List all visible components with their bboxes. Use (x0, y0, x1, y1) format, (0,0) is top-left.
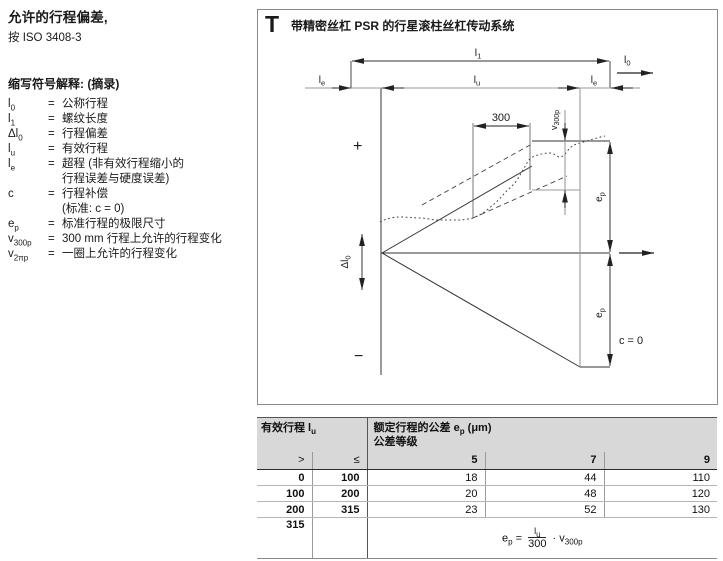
cell-le: 315 (311, 501, 368, 518)
legend-item-le: le = 超程 (非有效行程缩小的行程误差与硬度误差) (8, 157, 254, 187)
definition: 行程偏差 (62, 128, 108, 140)
window-300 (472, 123, 531, 218)
definition: 300 mm 行程上允许的行程变化 (62, 233, 222, 245)
cell-class5: 20 (366, 485, 486, 502)
label-le-right: le (591, 75, 597, 88)
definition: 公称行程 (62, 98, 108, 110)
symbol: l0 (8, 98, 16, 113)
definition: 有效行程 (62, 143, 108, 155)
cell-class7: 52 (484, 501, 605, 518)
legend-item-ep: ep = 标准行程的极限尺寸 (8, 217, 254, 232)
equals: = (48, 233, 55, 245)
subheader-le: ≤ (311, 452, 368, 470)
tolerance-band (421, 144, 568, 219)
legend-item-c: c = 行程补偿(标准: c = 0) (8, 187, 254, 217)
label-lu: lu (474, 75, 480, 88)
cell-class5: 18 (366, 469, 486, 486)
equals: = (48, 248, 55, 260)
definition: 一圈上允许的行程变化 (62, 248, 177, 260)
equals: = (48, 158, 55, 170)
legend-item-lu: lu = 有效行程 (8, 142, 254, 157)
definition: 超程 (非有效行程缩小的行程误差与硬度误差) (62, 158, 185, 185)
cell-gt: 200 (257, 501, 312, 518)
definition: 标准行程的极限尺寸 (62, 218, 166, 230)
tolerance-funnel (381, 165, 581, 368)
label-ep-lower: ep (594, 308, 607, 318)
label-l0: l0 (624, 54, 631, 68)
symbol: ep (8, 218, 19, 233)
equals: = (48, 188, 55, 200)
left-column: 允许的行程偏差, 按 ISO 3408-3 缩写符号解释: (摘录) l0 = … (8, 6, 254, 262)
table-formula-row: 315 ep = lu 300 · v300p (257, 517, 718, 559)
table-row: 0 100 18 44 110 (257, 469, 718, 486)
definition: 螺纹长度 (62, 113, 108, 125)
cell-class7: 48 (484, 485, 605, 502)
legend-item-dl0: Δl0 = 行程偏差 (8, 127, 254, 142)
dimension-l1 (350, 58, 611, 88)
ep-formula: ep = lu 300 · v300p (366, 517, 718, 559)
table-header-row: 有效行程 lu 额定行程的公差 ep (μm) 公差等级 (257, 417, 718, 452)
symbol: v2πp (8, 248, 29, 263)
cell-class7: 44 (484, 469, 605, 486)
subheader-class-5: 5 (366, 452, 486, 470)
legend-item-v2pip: v2πp = 一圈上允许的行程变化 (8, 247, 254, 262)
label-v300p: v300p (549, 110, 561, 130)
equals: = (48, 143, 55, 155)
legend-item-v300p: v300p = 300 mm 行程上允许的行程变化 (8, 232, 254, 247)
subheader-class-9: 9 (603, 452, 718, 470)
equals: = (48, 128, 55, 140)
cell-class5: 23 (366, 501, 486, 518)
travel-deviation-diagram: l1 l0 le lu le + − Δl0 (305, 47, 654, 375)
cell-le (311, 517, 368, 559)
label-delta-l0: Δl0 (340, 255, 353, 268)
symbol: le (8, 158, 16, 173)
symbol: lu (8, 143, 16, 158)
subheader-class-7: 7 (484, 452, 605, 470)
band-right-lines (532, 88, 610, 368)
label-300: 300 (492, 112, 510, 124)
label-le-left: le (319, 75, 325, 88)
page-subtitle: 按 ISO 3408-3 (8, 32, 82, 44)
cell-gt: 0 (257, 469, 312, 486)
cell-class9: 110 (603, 469, 718, 486)
table-subheader-row: > ≤ 5 7 9 (257, 452, 718, 470)
label-plus: + (353, 138, 362, 155)
tolerance-table-wrap: 有效行程 lu 额定行程的公差 ep (μm) 公差等级 > ≤ 5 7 9 0… (257, 417, 718, 559)
legend-item-l1: l1 = 螺纹长度 (8, 112, 254, 127)
symbol: Δl0 (8, 128, 23, 143)
header-effective-travel: 有效行程 lu (257, 417, 368, 452)
equals: = (48, 113, 55, 125)
figure-tag: T (265, 11, 280, 37)
label-l1: l1 (475, 47, 482, 61)
legend-heading: 缩写符号解释: (摘录) (8, 77, 120, 91)
symbol: c (8, 188, 14, 200)
label-minus: − (354, 348, 363, 365)
label-c-zero: c = 0 (619, 335, 643, 347)
cell-le: 100 (311, 469, 368, 486)
definition: 行程补偿(标准: c = 0) (62, 188, 125, 215)
page-title: 允许的行程偏差, (8, 10, 108, 25)
tolerance-table: 有效行程 lu 额定行程的公差 ep (μm) 公差等级 > ≤ 5 7 9 0… (257, 417, 718, 559)
cell-class9: 130 (603, 501, 718, 518)
symbol: l1 (8, 113, 16, 128)
label-ep-upper: ep (594, 192, 607, 202)
figure-travel-deviation: T 带精密丝杠 PSR 的行星滚柱丝杠传动系统 l1 l0 (257, 9, 718, 405)
figure-caption: 带精密丝杠 PSR 的行星滚柱丝杠传动系统 (291, 19, 515, 33)
cell-class9: 120 (603, 485, 718, 502)
equals: = (48, 218, 55, 230)
table-row: 200 315 23 52 130 (257, 501, 718, 518)
subheader-gt: > (257, 452, 312, 470)
legend-item-l0: l0 = 公称行程 (8, 97, 254, 112)
table-row: 100 200 20 48 120 (257, 485, 718, 502)
cell-le: 200 (311, 485, 368, 502)
equals: = (48, 98, 55, 110)
header-tolerance: 额定行程的公差 ep (μm) 公差等级 (366, 417, 718, 452)
cell-gt: 100 (257, 485, 312, 502)
fraction: lu 300 (528, 525, 547, 550)
cell-gt: 315 (257, 517, 312, 559)
symbol: v300p (8, 233, 32, 248)
